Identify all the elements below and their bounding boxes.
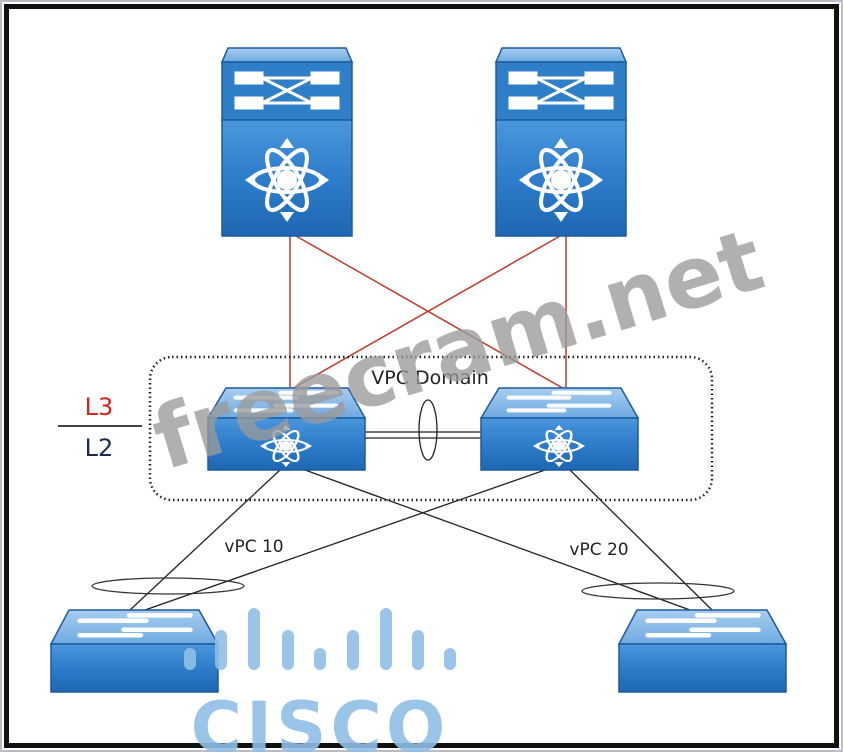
- l2-links: [129, 469, 713, 611]
- vpc10-label: vPC 10: [224, 537, 283, 557]
- link-core-right-agg-left: [289, 235, 561, 391]
- site-watermark: freecram.net: [142, 210, 775, 490]
- link-core-left-agg-right: [295, 235, 567, 391]
- vpc20-bundle: [581, 582, 735, 600]
- vpc-domain-boundary: [148, 355, 714, 502]
- vpc20-label: vPC 20: [569, 540, 628, 560]
- agg-switch-right[interactable]: [479, 387, 640, 471]
- vpc-domain-label: VPC Domain: [371, 367, 489, 389]
- cisco-bars-icon: [184, 608, 456, 670]
- peer-link: [365, 399, 481, 461]
- core-switch-left[interactable]: [220, 47, 354, 237]
- link-agg-left-access-right: [304, 469, 691, 611]
- link-agg-right-access-left: [144, 469, 546, 611]
- cisco-logo-watermark: CISCO: [184, 608, 456, 752]
- agg-switch-left[interactable]: [206, 387, 367, 471]
- layer-label-l2: L2: [85, 434, 114, 462]
- core-switch-right[interactable]: [494, 47, 628, 237]
- layer-label-l3: L3: [85, 393, 114, 421]
- link-agg-right-access-right: [569, 469, 713, 611]
- l3-links: [289, 235, 567, 391]
- cisco-wordmark: CISCO: [191, 687, 450, 752]
- vpc10-bundle: [91, 577, 245, 595]
- link-agg-left-access-left: [129, 469, 281, 611]
- access-switch-right[interactable]: [617, 609, 788, 693]
- peer-link-bundle: [418, 399, 438, 461]
